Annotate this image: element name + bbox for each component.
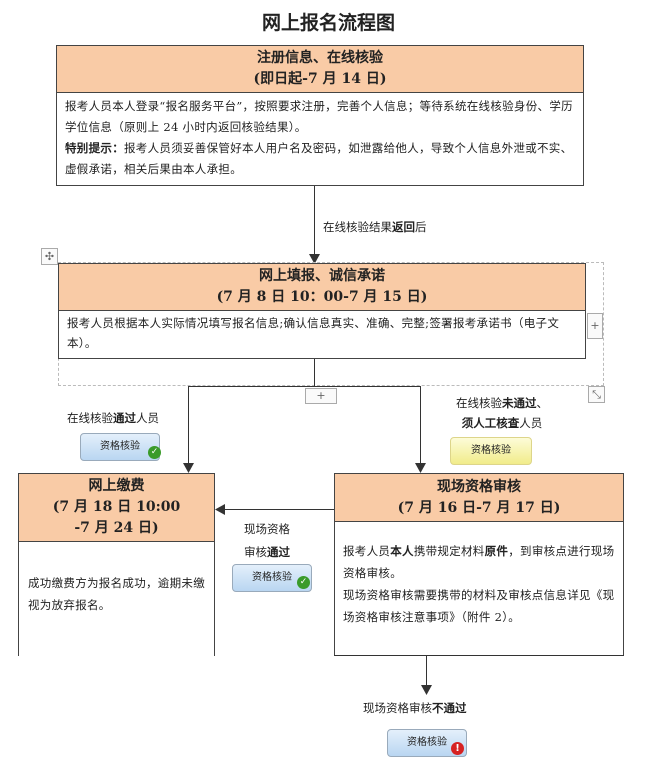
left-branch-bold: 通过 [113, 411, 136, 425]
arrow-step1-to-step2 [314, 186, 315, 258]
right-branch-l1-pre: 在线核验 [456, 396, 502, 410]
page-title: 网上报名流程图 [261, 12, 395, 34]
verify-onsite-label: 资格核验 [252, 572, 292, 583]
left-branch-post: 人员 [136, 411, 159, 425]
step-payment-header: 网上缴费 (7 月 18 日 10:00 -7 月 24 日) [19, 474, 214, 542]
step-payment-date1: (7 月 18 日 10:00 [52, 499, 181, 515]
step-register-note: 特别提示：报考人员须妥善保管好本人用户名及密码，如泄露给他人，导致个人信息外泄或… [65, 138, 575, 180]
error-icon: ! [451, 742, 464, 755]
right-branch-l2-post: 人员 [519, 416, 543, 430]
add-column-button[interactable]: + [587, 313, 603, 339]
bottom-label-pre: 现场资格审核 [363, 701, 432, 715]
arrow1-label-pre: 在线核验结果 [323, 220, 392, 234]
move-handle-icon[interactable]: ✣ [41, 248, 58, 265]
middle-label-l2-bold: 通过 [267, 545, 290, 559]
arrowhead-down-icon [183, 463, 194, 473]
arrow1-label: 在线核验结果返回后 [323, 219, 427, 235]
step-payment-box: 网上缴费 (7 月 18 日 10:00 -7 月 24 日) 成功缴费方为报名… [18, 473, 215, 656]
review-t1-b1: 本人 [390, 544, 414, 558]
middle-label-line2: 审核通过 [244, 541, 290, 564]
step-register-title: 注册信息、在线核验 [257, 50, 383, 66]
right-branch-l1-bold: 未通过 [502, 396, 537, 410]
bottom-label-bold: 不通过 [432, 701, 467, 715]
review-t1-mid: 携带规定材料 [413, 544, 485, 558]
arrowhead-left-icon [215, 504, 225, 515]
step-review-text2: 现场资格审核需要携带的材料及审核点信息详见《现场资格审核注意事项》（附件 2）。 [343, 588, 615, 624]
step-fill-title: 网上填报、诚信承诺 [259, 268, 385, 284]
step-review-date: (7 月 16 日-7 月 17 日) [397, 500, 561, 516]
split-horizontal [188, 386, 421, 387]
review-t1-pre: 报考人员 [343, 544, 391, 558]
review-t1-post: ，到审核点进行现场资格审核。 [343, 544, 615, 580]
check-icon: ✓ [297, 576, 310, 589]
step-review-text1: 报考人员本人携带规定材料原件，到审核点进行现场资格审核。 [343, 540, 615, 584]
verify-passed-label: 资格核验 [100, 441, 140, 452]
step-review-title: 现场资格审核 [437, 479, 521, 495]
resize-handle-icon[interactable]: ⤡ [588, 386, 605, 403]
step-register-body: 报考人员本人登录“报名服务平台”，按照要求注册，完善个人信息；等待系统在线核验身… [57, 93, 583, 183]
split-stem [314, 359, 315, 387]
add-row-button[interactable]: + [305, 388, 337, 404]
step-register-header: 注册信息、在线核验 (即日起-7 月 14 日) [57, 46, 583, 93]
step-payment-date2: -7 月 24 日) [74, 520, 159, 536]
note-text: 报考人员须妥善保管好本人用户名及密码，如泄露给他人，导致个人信息外泄或不实、虚假… [65, 141, 573, 176]
verify-manual-badge: 资格核验 [450, 437, 532, 465]
verify-failed-label: 资格核验 [407, 737, 447, 748]
left-branch-pre: 在线核验 [67, 411, 113, 425]
step-fill-body: 报考人员根据本人实际情况填写报名信息;确认信息真实、准确、完整;签署报考承诺书（… [67, 316, 560, 350]
middle-label: 现场资格 审核通过 [244, 518, 290, 564]
arrow1-label-post: 后 [415, 220, 427, 234]
left-branch-label: 在线核验通过人员 [67, 410, 159, 426]
step-register-date: (即日起-7 月 14 日) [253, 71, 387, 87]
step-fill-header: 网上填报、诚信承诺 (7 月 8 日 10：00-7 月 15 日) [59, 264, 585, 311]
middle-label-line1: 现场资格 [244, 522, 290, 536]
verify-manual-label: 资格核验 [471, 445, 511, 456]
step-register-text: 报考人员本人登录“报名服务平台”，按照要求注册，完善个人信息；等待系统在线核验身… [65, 99, 573, 134]
review-t1-b2: 原件 [484, 544, 509, 558]
review-bottom-line [334, 655, 624, 656]
bottom-label: 现场资格审核不通过 [363, 700, 467, 716]
right-branch-line2: 须人工核查人员 [432, 413, 572, 433]
middle-label-l2-pre: 审核 [244, 545, 267, 559]
note-label: 特别提示： [65, 141, 124, 155]
arrow-review-to-payment [224, 509, 334, 510]
step-fill-date: (7 月 8 日 10：00-7 月 15 日) [216, 289, 428, 305]
step-review-box: 现场资格审核 (7 月 16 日-7 月 17 日) 报考人员本人携带规定材料原… [334, 473, 624, 656]
step-review-body: 报考人员本人携带规定材料原件，到审核点进行现场资格审核。 现场资格审核需要携带的… [335, 536, 623, 632]
arrow-review-fail [426, 656, 427, 688]
check-icon: ✓ [148, 446, 161, 459]
step-review-header: 现场资格审核 (7 月 16 日-7 月 17 日) [335, 474, 623, 522]
arrowhead-down-icon [421, 685, 432, 695]
step-register-box: 注册信息、在线核验 (即日起-7 月 14 日) 报考人员本人登录“报名服务平台… [56, 45, 584, 186]
verify-passed-badge: 资格核验 [80, 433, 160, 461]
left-branch-line [188, 386, 189, 466]
arrowhead-down-icon [309, 254, 320, 264]
right-branch-l2-bold: 须人工核查 [461, 416, 520, 430]
step-payment-title: 网上缴费 [88, 478, 145, 494]
right-branch-line1: 在线核验未通过、 [432, 393, 572, 413]
right-branch-line [420, 386, 421, 466]
step-payment-body: 成功缴费方为报名成功，逾期未缴视为放弃报名。 [28, 576, 205, 612]
arrow1-label-bold: 返回 [392, 220, 415, 234]
step-fill-box: 网上填报、诚信承诺 (7 月 8 日 10：00-7 月 15 日) 报考人员根… [58, 263, 586, 359]
arrowhead-down-icon [415, 463, 426, 473]
right-branch-l1-post: 、 [536, 396, 549, 410]
right-branch-label: 在线核验未通过、 须人工核查人员 [432, 393, 572, 433]
